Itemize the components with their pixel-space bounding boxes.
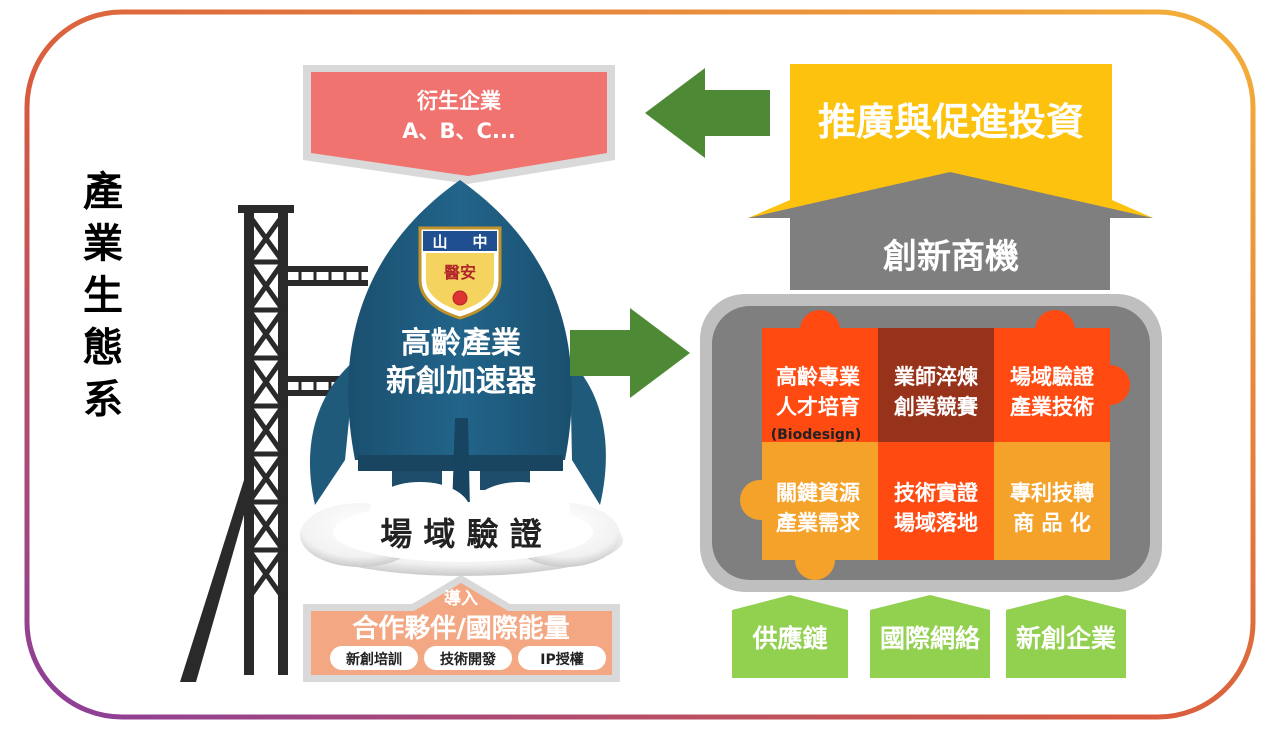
svg-text:場域落地: 場域落地 — [894, 511, 978, 535]
svg-text:產業技術: 產業技術 — [1010, 395, 1094, 419]
svg-text:衍生企業: 衍生企業 — [417, 89, 502, 113]
puzzle-grid: 高齡專業 人才培育 (Biodesign) 業師淬煉 創業競賽 場域驗證 產業技… — [740, 310, 1130, 580]
puzzle-piece: 技術實證 場域落地 — [878, 442, 994, 560]
svg-text:場域驗證: 場域驗證 — [1010, 365, 1095, 389]
partner-tag: 技術開發 — [424, 646, 512, 670]
svg-text:IP授權: IP授權 — [540, 651, 583, 668]
ecosystem-title-char: 產 — [83, 169, 123, 215]
arrow-left-icon — [645, 68, 770, 158]
ecosystem-title: 產業生態系 — [83, 169, 123, 423]
launch-tower — [180, 205, 368, 682]
svg-text:導入: 導入 — [444, 588, 478, 609]
bottom-tag: 國際網絡 — [870, 595, 990, 678]
svg-text:中: 中 — [472, 233, 487, 251]
svg-text:人才培育: 人才培育 — [776, 395, 860, 419]
svg-text:產業需求: 產業需求 — [776, 511, 860, 535]
svg-text:高齡專業: 高齡專業 — [776, 365, 861, 389]
svg-text:合作夥伴/國際能量: 合作夥伴/國際能量 — [352, 613, 570, 644]
svg-text:新創培訓: 新創培訓 — [346, 651, 402, 668]
ecosystem-title-char: 業 — [83, 221, 123, 267]
svg-text:新創加速器: 新創加速器 — [386, 364, 537, 399]
bottom-tag: 供應鏈 — [732, 595, 848, 678]
puzzle-piece: 業師淬煉 創業競賽 — [878, 328, 994, 442]
ecosystem-title-char: 生 — [83, 273, 123, 319]
svg-text:場 域 驗 證: 場 域 驗 證 — [380, 515, 542, 553]
svg-text:業師淬煉: 業師淬煉 — [894, 365, 979, 389]
svg-text:山: 山 — [432, 233, 447, 251]
ecosystem-title-char: 態 — [83, 325, 123, 371]
puzzle-piece: 場域驗證 產業技術 — [994, 328, 1110, 442]
svg-text:技術開發: 技術開發 — [440, 651, 497, 668]
opportunity-arrow: 創新商機 — [748, 172, 1153, 290]
puzzle-piece: 專利技轉 商 品 化 — [994, 442, 1110, 560]
puzzle-piece: 高齡專業 人才培育 (Biodesign) — [762, 328, 878, 443]
svg-text:國際網絡: 國際網絡 — [880, 624, 981, 653]
ecosystem-title-char: 系 — [83, 377, 123, 423]
bottom-tag: 新創企業 — [1006, 595, 1126, 678]
partner-tag: IP授權 — [518, 646, 606, 670]
svg-text:商 品 化: 商 品 化 — [1013, 511, 1091, 535]
svg-text:關鍵資源: 關鍵資源 — [776, 481, 860, 505]
svg-text:產業生態系: 產業生態系 — [83, 169, 123, 423]
rocket: 山 中 醫安 高齡產業 新創加速器 — [309, 180, 606, 520]
puzzle-piece: 關鍵資源 產業需求 — [762, 442, 878, 560]
partner-tag: 新創培訓 — [330, 646, 418, 670]
svg-text:創新商機: 創新商機 — [883, 237, 1019, 277]
svg-text:高齡產業: 高齡產業 — [401, 326, 521, 361]
svg-text:供應鏈: 供應鏈 — [751, 624, 827, 653]
svg-text:新創企業: 新創企業 — [1016, 624, 1116, 653]
svg-text:技術實證: 技術實證 — [894, 481, 979, 505]
svg-text:A、B、C...: A、B、C... — [402, 119, 516, 143]
svg-text:創業競賽: 創業競賽 — [894, 395, 979, 419]
arrow-right-icon — [570, 308, 690, 398]
svg-text:(Biodesign): (Biodesign) — [771, 427, 862, 443]
spinoff-banner: 衍生企業 A、B、C... — [303, 65, 615, 184]
partners-block: 導入 合作夥伴/國際能量 新創培訓 技術開發 IP授權 — [303, 575, 620, 682]
svg-text:醫安: 醫安 — [444, 263, 476, 282]
svg-text:推廣與促進投資: 推廣與促進投資 — [818, 100, 1084, 144]
launch-cloud: 場 域 驗 證 — [300, 482, 623, 576]
svg-text:專利技轉: 專利技轉 — [1010, 481, 1094, 505]
